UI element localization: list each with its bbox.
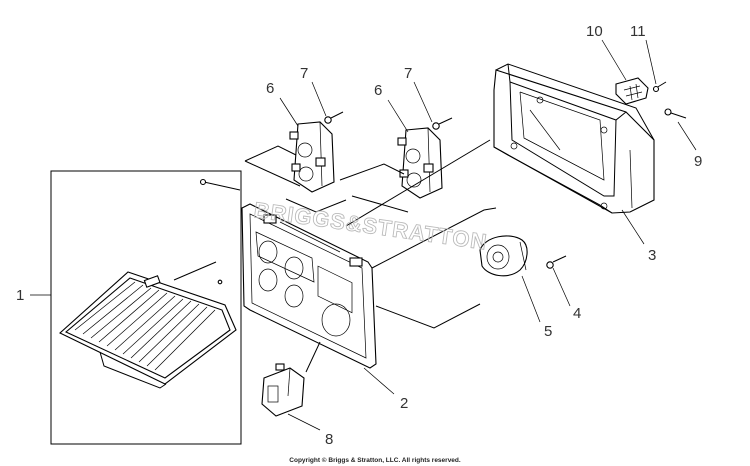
callout-1: 1 [16,287,24,304]
callout-6-left: 6 [266,80,274,97]
part-1-cover-detail-box [50,170,242,445]
part-4-nut [546,255,567,269]
callout-4: 4 [573,305,581,322]
callout-labels: 1 2 3 4 5 6 6 7 7 8 9 10 11 [16,23,702,448]
callout-7-right: 7 [404,65,412,82]
callout-11: 11 [630,23,646,40]
part-11-screw [652,81,667,93]
leader-lines [30,39,697,431]
part-9-screw [664,108,687,119]
part-6-right-duplex-outlet [397,127,443,199]
part-5-twist-lock-receptacle [479,235,528,277]
part-8-switch [261,363,305,417]
callout-10: 10 [586,23,603,40]
callout-2: 2 [400,395,408,412]
part-7-left-nut [324,111,344,124]
wiring-lines [173,139,497,373]
copyright-notice: Copyright © Briggs & Stratton, LLC. All … [289,457,461,464]
part-10-connector-block [615,77,649,105]
callout-5: 5 [544,323,552,340]
callout-9: 9 [694,153,702,170]
callout-3: 3 [648,247,656,264]
callout-7-left: 7 [300,65,308,82]
part-6-left-duplex-outlet [289,121,335,193]
callout-8: 8 [325,431,333,448]
part-7-right-nut [432,117,453,130]
callout-6-right: 6 [374,82,382,99]
cover-grille-ribs [74,281,216,371]
part-2-control-panel [241,203,377,369]
part-3-rear-housing [493,63,655,214]
